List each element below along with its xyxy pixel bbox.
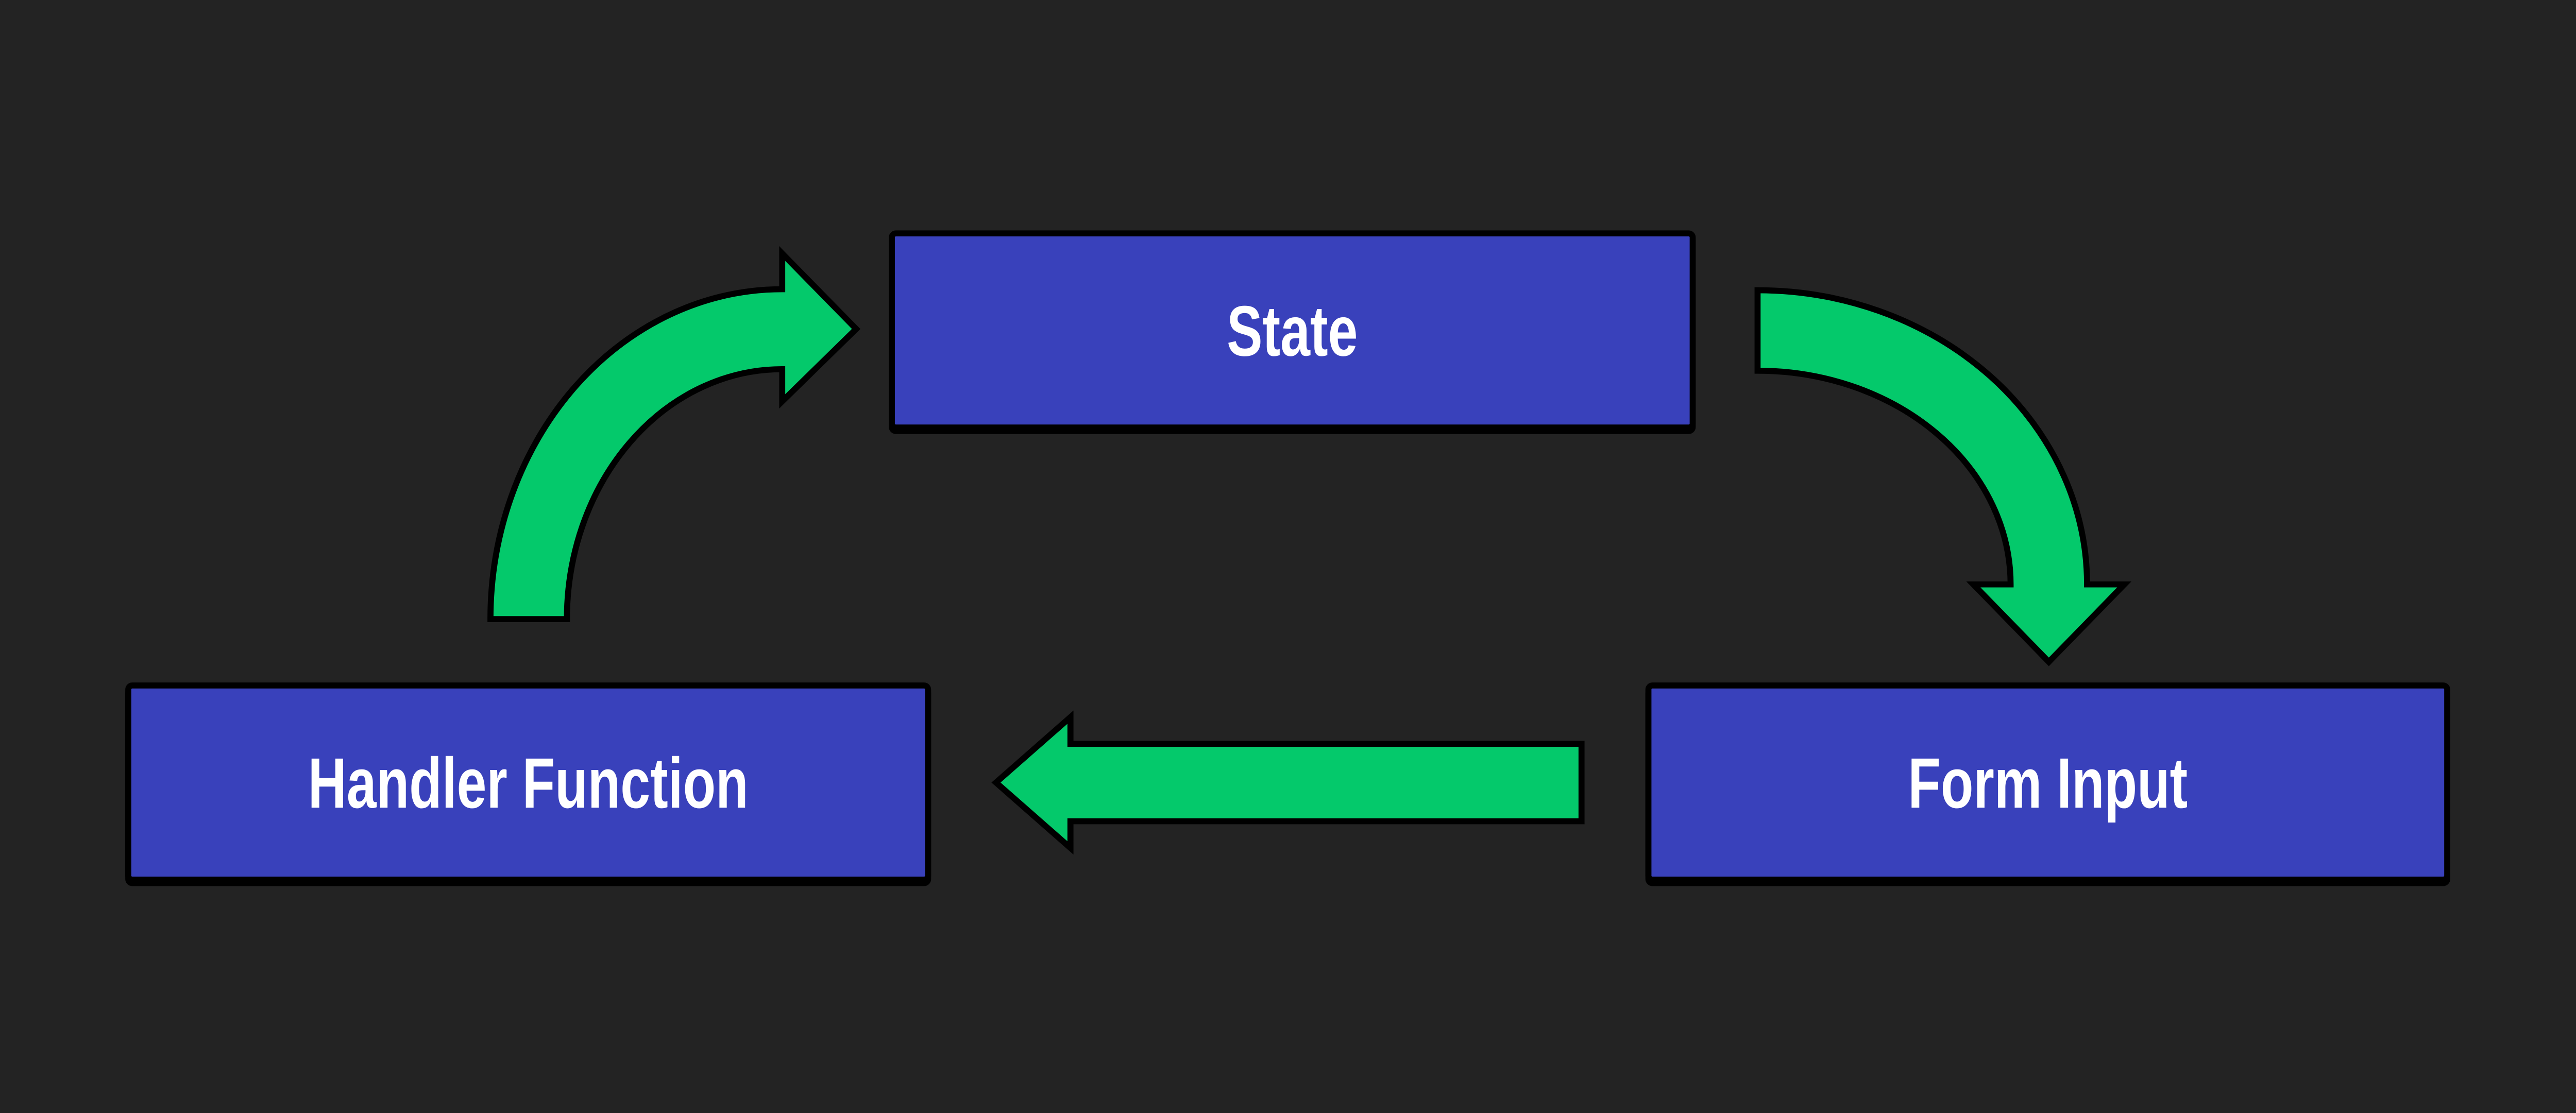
- node-form-input-box: [1645, 682, 2450, 883]
- node-form-input: Form Input: [1645, 682, 2450, 883]
- curved-arrow-up-right-icon: [487, 246, 861, 622]
- node-handler-function-label: Handler Function: [308, 743, 749, 823]
- node-state-box: [889, 230, 1696, 431]
- curved-arrow-right-down-icon: [1754, 287, 2132, 666]
- arrow-handler-to-state: [487, 246, 861, 622]
- arrow-form-input-to-handler: [991, 710, 1585, 855]
- node-form-input-label: Form Input: [1908, 743, 2188, 823]
- node-handler-function: Handler Function: [125, 682, 931, 883]
- node-state: State: [889, 230, 1696, 431]
- node-state-label: State: [1227, 291, 1358, 371]
- straight-arrow-left-icon: [991, 710, 1585, 855]
- arrow-state-to-form-input: [1754, 287, 2132, 666]
- node-handler-function-box: [125, 682, 931, 883]
